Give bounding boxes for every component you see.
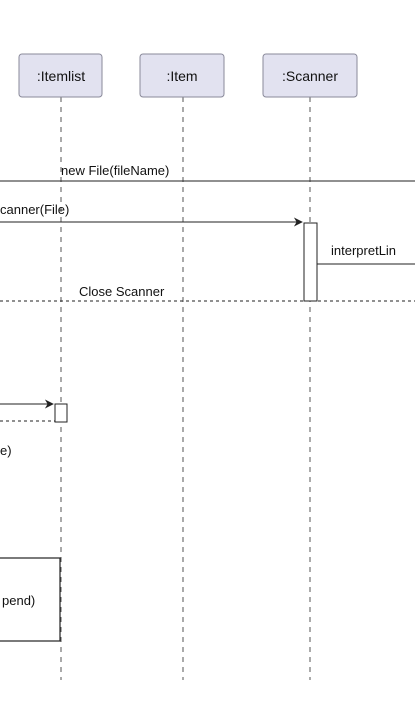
message-partial-label: e) [0,443,12,458]
message-interpret-line-label: interpretLin [331,243,396,258]
participant-itemlist: :Itemlist [18,53,103,98]
participant-item: :Item [139,53,225,98]
activation-itemlist [54,403,68,423]
activation-scanner [303,222,318,302]
message-close-scanner-label: Close Scanner [79,284,165,299]
participant-scanner-label: :Scanner [282,68,338,84]
participant-scanner: :Scanner [262,53,358,98]
message-new-file-label: new File(fileName) [61,163,169,178]
note-box-label: pend) [2,593,35,608]
note-box [0,557,61,642]
message-new-scanner-label: canner(File) [0,202,69,217]
participant-item-label: :Item [166,68,197,84]
participant-itemlist-label: :Itemlist [37,68,85,84]
